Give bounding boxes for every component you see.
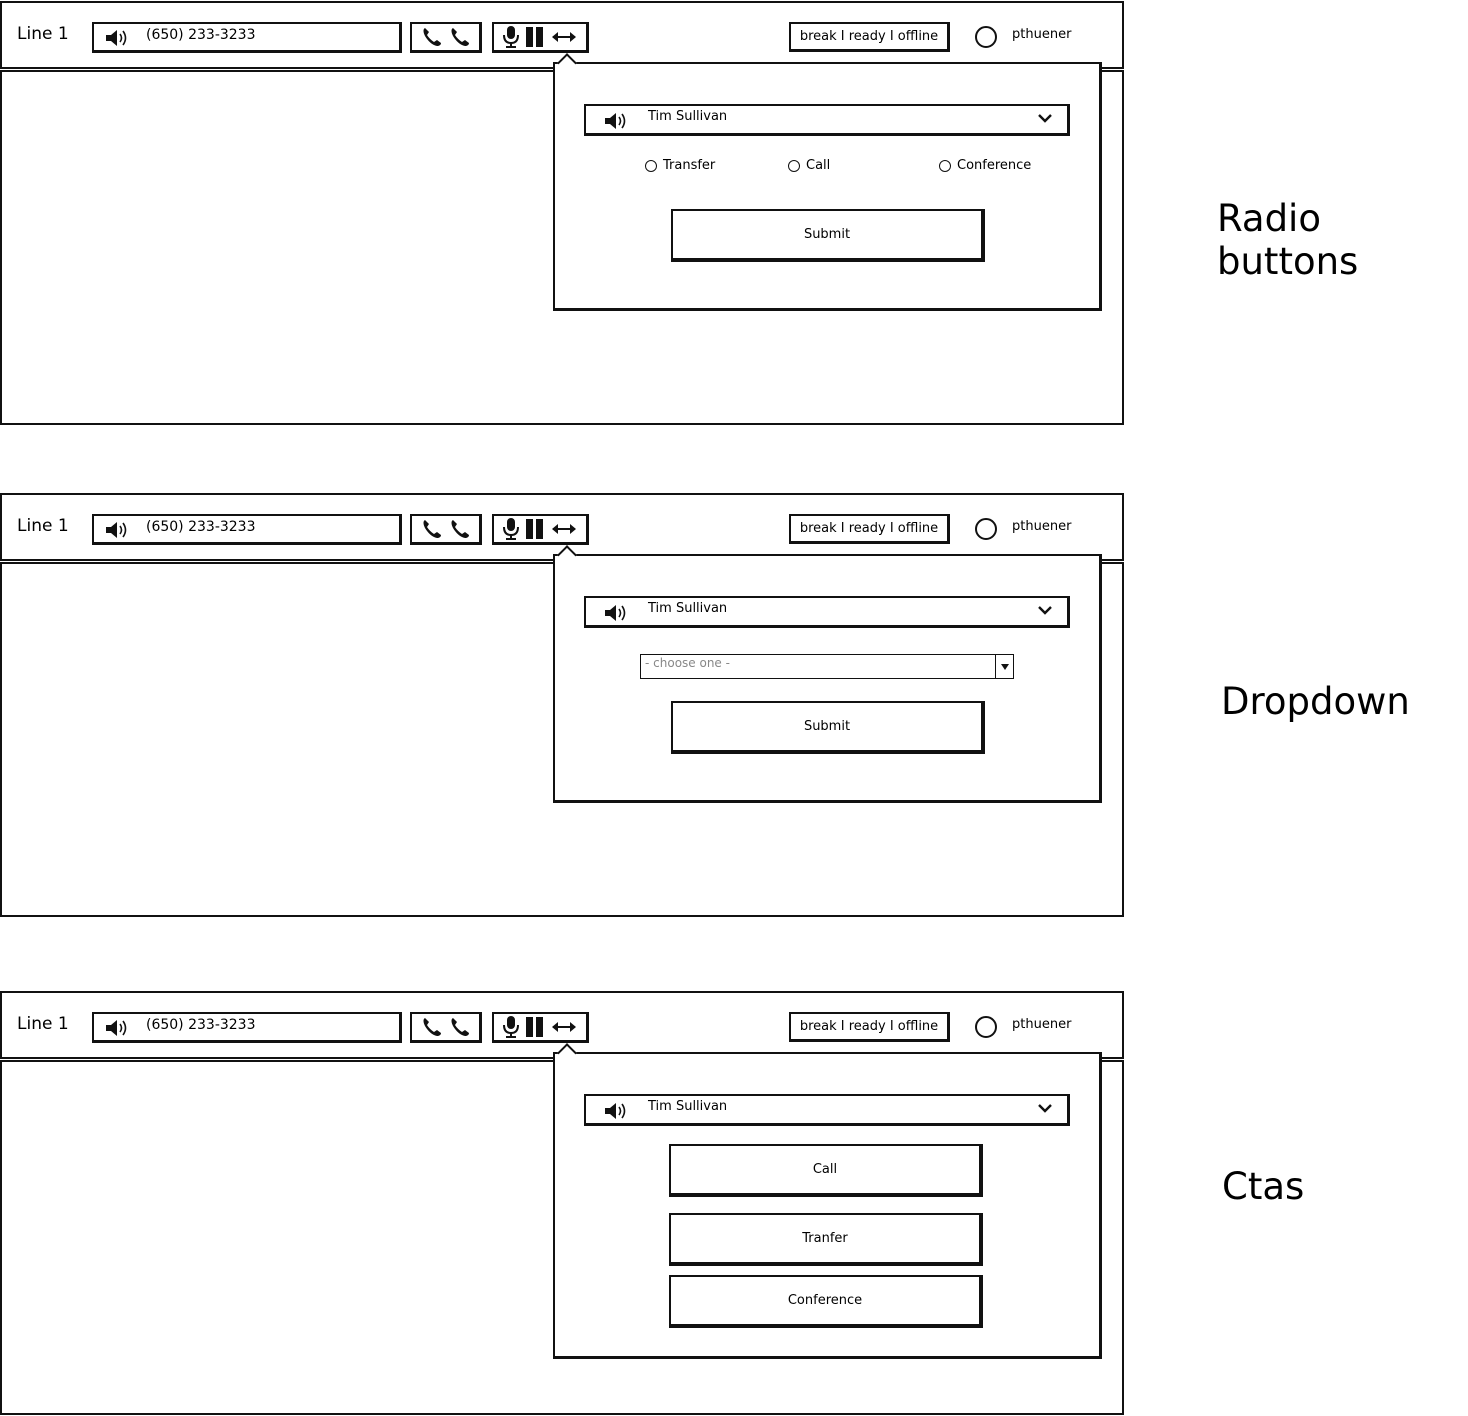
radio-label: Conference [957, 158, 1032, 173]
chevron-down-icon [1038, 1104, 1052, 1113]
phone-number: (650) 233-3233 [146, 519, 256, 535]
contact-name: Tim Sullivan [648, 601, 728, 616]
presence-circle-icon [975, 518, 997, 540]
media-controls [492, 514, 589, 545]
phone-icon[interactable] [449, 518, 471, 540]
phone-number-field[interactable]: (650) 233-3233 [92, 1012, 402, 1043]
speaker-icon [605, 605, 626, 621]
pause-icon[interactable] [525, 518, 545, 540]
phone-icon[interactable] [449, 26, 471, 48]
section-label-ctas: Ctas [1222, 1165, 1305, 1208]
username: pthuener [1012, 519, 1072, 534]
call-controls [410, 514, 482, 545]
phone-icon[interactable] [449, 1016, 471, 1038]
phone-number-field[interactable]: (650) 233-3233 [92, 514, 402, 545]
transfer-button[interactable]: Tranfer [669, 1213, 983, 1266]
contact-select[interactable]: Tim Sullivan [584, 104, 1070, 136]
chevron-down-icon [1038, 114, 1052, 123]
media-controls [492, 1012, 589, 1043]
submit-button[interactable]: Submit [671, 701, 985, 754]
agent-status-selector[interactable]: break I ready I offline [789, 22, 950, 52]
username: pthuener [1012, 1017, 1072, 1032]
radio-circle [939, 159, 951, 172]
dropdown-arrow-icon [995, 655, 1013, 678]
contact-name: Tim Sullivan [648, 1099, 728, 1114]
contact-name: Tim Sullivan [648, 109, 728, 124]
radio-circle [645, 159, 657, 172]
action-dropdown[interactable]: - choose one - [640, 654, 1014, 679]
call-controls [410, 1012, 482, 1043]
call-button[interactable]: Call [669, 1144, 983, 1197]
radio-label: Call [806, 158, 831, 173]
agent-status-selector[interactable]: break I ready I offline [789, 1012, 950, 1042]
presence-circle-icon [975, 26, 997, 48]
call-controls [410, 22, 482, 53]
radio-conference[interactable]: Conference [939, 158, 1031, 173]
contact-select[interactable]: Tim Sullivan [584, 1094, 1070, 1126]
contact-select[interactable]: Tim Sullivan [584, 596, 1070, 628]
dropdown-placeholder: - choose one - [645, 656, 730, 670]
radio-circle [788, 159, 800, 172]
agent-status-selector[interactable]: break I ready I offline [789, 514, 950, 544]
transfer-arrows-icon[interactable] [551, 522, 577, 536]
line-label: Line 1 [17, 1014, 69, 1034]
pause-icon[interactable] [525, 26, 545, 48]
speaker-icon [605, 1103, 626, 1119]
conference-button[interactable]: Conference [669, 1275, 983, 1328]
radio-call[interactable]: Call [788, 158, 830, 173]
radio-transfer[interactable]: Transfer [645, 158, 715, 173]
chevron-down-icon [1038, 606, 1052, 615]
radio-label: Transfer [663, 158, 716, 173]
speaker-icon [106, 522, 127, 538]
speaker-icon [106, 1020, 127, 1036]
line-label: Line 1 [17, 516, 69, 536]
username: pthuener [1012, 27, 1072, 42]
phone-icon[interactable] [421, 1016, 443, 1038]
phone-icon[interactable] [421, 26, 443, 48]
phone-icon[interactable] [421, 518, 443, 540]
phone-number: (650) 233-3233 [146, 27, 256, 43]
microphone-icon[interactable] [503, 1015, 519, 1039]
presence-circle-icon [975, 1016, 997, 1038]
transfer-arrows-icon[interactable] [551, 30, 577, 44]
speaker-icon [106, 30, 127, 46]
media-controls [492, 22, 589, 53]
pause-icon[interactable] [525, 1016, 545, 1038]
section-label-dropdown: Dropdown [1221, 680, 1410, 723]
line-label: Line 1 [17, 24, 69, 44]
transfer-arrows-icon[interactable] [551, 1020, 577, 1034]
microphone-icon[interactable] [503, 517, 519, 541]
submit-button[interactable]: Submit [671, 209, 985, 262]
phone-number: (650) 233-3233 [146, 1017, 256, 1033]
phone-number-field[interactable]: (650) 233-3233 [92, 22, 402, 53]
transfer-popup [553, 62, 1102, 311]
section-label-radio: Radio buttons [1217, 197, 1359, 283]
microphone-icon[interactable] [503, 25, 519, 49]
speaker-icon [605, 113, 626, 129]
